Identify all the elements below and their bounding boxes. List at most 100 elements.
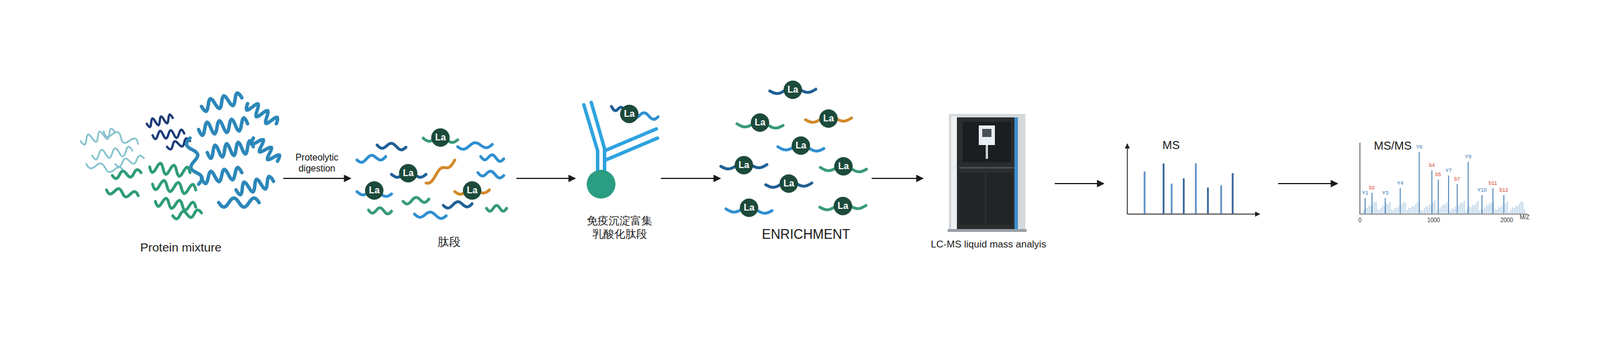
lactyl-mark: La: [365, 181, 384, 200]
peptide-strand: [457, 142, 493, 150]
ion-label: b11: [1488, 180, 1497, 186]
minor-peak: [1422, 210, 1423, 214]
minor-peak: [1458, 204, 1459, 214]
minor-peak: [1524, 209, 1525, 214]
minor-peak: [1387, 204, 1389, 214]
minor-peak: [1391, 209, 1392, 214]
minor-peak: [1499, 207, 1501, 214]
antibody-chain: [591, 102, 605, 173]
minor-peak: [1513, 207, 1515, 214]
major-peak: [1492, 188, 1494, 214]
msms-spectrum: [1359, 142, 1528, 215]
minor-peak: [1484, 207, 1485, 214]
minor-peak: [1444, 204, 1446, 214]
lactyl-label: La: [787, 85, 799, 95]
minor-peak: [1505, 203, 1506, 214]
lc-ms-instrument: [947, 113, 1027, 233]
minor-peak: [1518, 203, 1520, 214]
stage-label: MS: [1162, 138, 1180, 152]
minor-peak: [1432, 202, 1434, 214]
lactyl-mark: La: [431, 128, 450, 147]
minor-peak: [1413, 206, 1415, 214]
minor-peak: [1465, 211, 1466, 214]
minor-peak: [1472, 204, 1473, 214]
minor-peak: [1423, 208, 1425, 214]
major-peak: [1503, 195, 1505, 214]
protein-ribbon: [236, 176, 274, 195]
ms-peak: [1207, 187, 1210, 214]
minor-peak: [1363, 209, 1364, 214]
minor-peak: [1425, 206, 1427, 214]
minor-peak: [1373, 201, 1375, 214]
minor-peak: [1435, 210, 1437, 214]
minor-peak: [1410, 208, 1411, 214]
antibody-chain: [605, 138, 658, 161]
instrument-window: [978, 125, 995, 146]
lactyl-label: La: [466, 185, 478, 196]
lactyl-label: La: [435, 132, 447, 143]
antibody-chain: [604, 128, 657, 151]
lactyl-mark: La: [750, 113, 770, 132]
ion-label: Y9: [1464, 154, 1472, 160]
peptide-strand: [486, 205, 507, 212]
lactyl-mark: La: [791, 136, 811, 155]
protein-ribbon: [106, 188, 139, 197]
ms-peak: [1220, 185, 1223, 214]
ion-label: b12: [1499, 187, 1508, 193]
minor-peak: [1494, 208, 1496, 214]
peptide-strand: [377, 143, 406, 150]
ion-label: Y1: [1361, 190, 1368, 196]
major-peak: [1364, 198, 1366, 214]
protein-ribbon: [149, 163, 190, 177]
major-peak: [1371, 192, 1373, 214]
stage-group: 肽段LaLaLaLa: [351, 118, 516, 254]
instrument-divider: [959, 166, 1015, 169]
ms-peak: [1195, 163, 1197, 214]
minor-peak: [1463, 200, 1465, 214]
protein-mixture: [80, 92, 280, 219]
minor-peak: [1489, 203, 1491, 214]
protein-ribbon: [103, 131, 139, 144]
lactyl-mark: La: [779, 174, 798, 193]
axis: [1359, 142, 1528, 215]
minor-peak: [1427, 206, 1428, 214]
protein-ribbon: [86, 163, 124, 173]
ion-label: Y3: [1381, 190, 1389, 196]
ms-peak: [1163, 163, 1165, 214]
minor-peak: [1403, 202, 1404, 214]
stage-group: MS: [1104, 132, 1278, 225]
peptide-mixture: [356, 135, 507, 219]
lactyl-mark: La: [819, 109, 838, 128]
minor-peak: [1370, 206, 1371, 214]
lactyl-mark: La: [620, 104, 639, 124]
minor-peak: [1510, 209, 1511, 214]
protein-ribbon: [201, 167, 242, 184]
minor-peak: [1482, 209, 1484, 214]
minor-peak: [1446, 202, 1447, 214]
major-peak: [1467, 161, 1469, 214]
ion-label: b7: [1454, 176, 1461, 182]
major-peak: [1431, 170, 1433, 214]
minor-peak: [1404, 202, 1406, 214]
protein-ribbon: [172, 210, 202, 220]
instrument-side: [951, 116, 957, 230]
major-peak: [1399, 188, 1401, 214]
minor-peak: [1479, 211, 1480, 214]
ion-label: Y4: [1396, 180, 1404, 186]
minor-peak: [1361, 211, 1363, 214]
peptide-strand: [403, 197, 429, 204]
minor-peak: [1453, 208, 1454, 214]
instrument-window-detail: [982, 128, 992, 138]
protein-ribbon: [218, 198, 260, 208]
minor-peak: [1506, 201, 1508, 214]
axis: [1127, 213, 1260, 215]
minor-peak: [1380, 207, 1382, 214]
ion-label: b4: [1429, 162, 1435, 169]
stage-label: 肽段: [437, 234, 461, 249]
protein-ribbon: [246, 103, 278, 124]
minor-peak: [1408, 207, 1409, 214]
minor-peak: [1501, 205, 1503, 214]
minor-peak: [1411, 206, 1413, 214]
minor-peak: [1375, 202, 1377, 214]
